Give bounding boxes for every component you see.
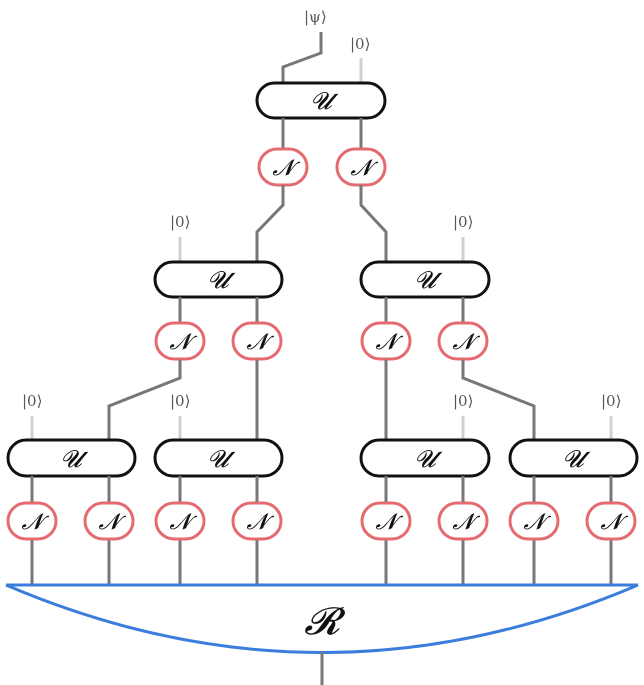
unitary-gate bbox=[153, 260, 284, 299]
ancilla-label: |0⟩ bbox=[22, 392, 42, 410]
unitary-gate bbox=[255, 81, 387, 120]
noise-channel bbox=[508, 501, 560, 541]
wire bbox=[359, 185, 388, 263]
wire bbox=[461, 360, 536, 441]
input-wire bbox=[281, 32, 323, 84]
ancilla-label: |0⟩ bbox=[601, 392, 621, 410]
noise-channel bbox=[154, 321, 206, 361]
recovery-label: 𝓡 bbox=[304, 599, 346, 643]
input-state-label: |ψ⟩ bbox=[304, 8, 327, 26]
noise-channel bbox=[360, 501, 412, 541]
ancilla-label: |0⟩ bbox=[453, 213, 473, 231]
noise-channel bbox=[6, 501, 58, 541]
ancilla-label: |0⟩ bbox=[170, 213, 190, 231]
unitary-gate bbox=[359, 260, 491, 299]
ancilla-label: |0⟩ bbox=[350, 35, 370, 53]
noise-channel bbox=[360, 321, 412, 361]
unitary-gate bbox=[508, 438, 639, 478]
noise-channel bbox=[437, 321, 489, 361]
noise-channel bbox=[437, 501, 489, 541]
noise-channel bbox=[83, 501, 135, 541]
unitary-gate bbox=[359, 438, 491, 478]
ancilla-label: |0⟩ bbox=[170, 392, 190, 410]
noise-channel bbox=[231, 321, 283, 361]
wire bbox=[255, 185, 285, 263]
noise-channel bbox=[585, 501, 637, 541]
noise-channel bbox=[154, 501, 206, 541]
ancilla-label: |0⟩ bbox=[453, 392, 473, 410]
wire bbox=[107, 360, 182, 441]
noise-channel bbox=[231, 501, 283, 541]
unitary-gate bbox=[153, 438, 284, 478]
unitary-gate bbox=[6, 438, 137, 478]
